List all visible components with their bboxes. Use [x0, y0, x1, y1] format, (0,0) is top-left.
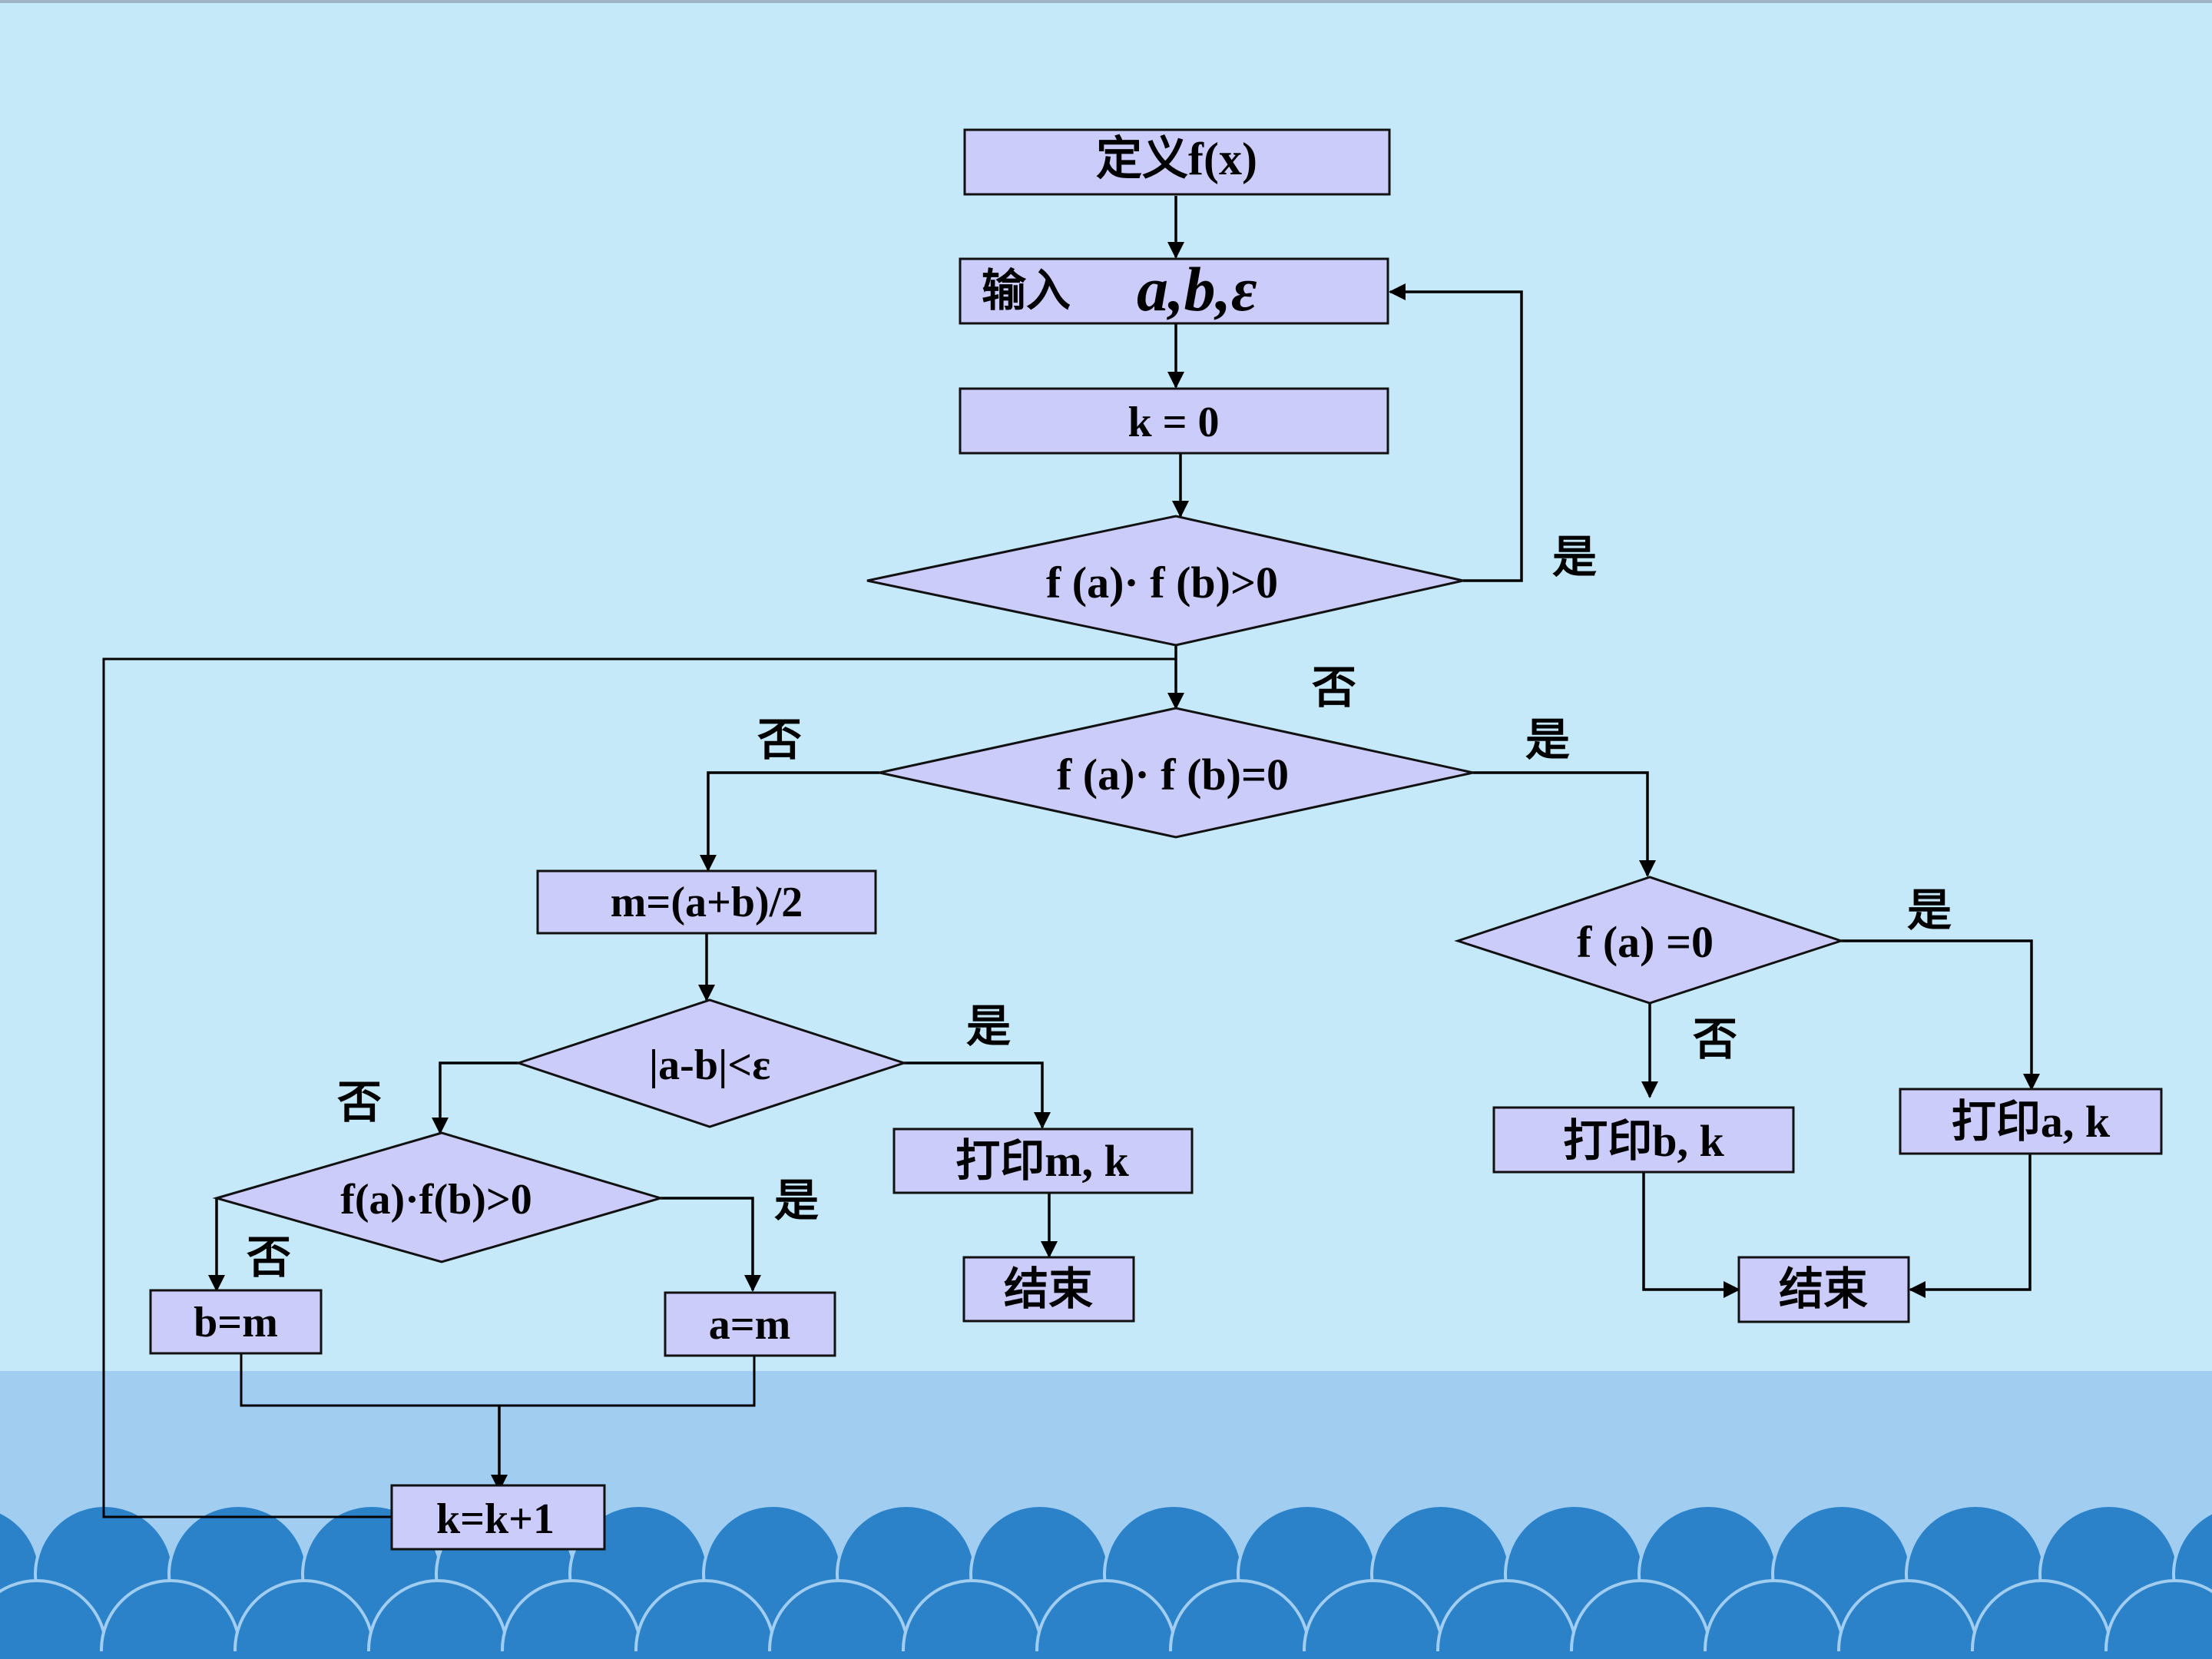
edge-cond-yes-back	[1389, 283, 1523, 582]
edge-eps-no	[432, 1061, 518, 1134]
print-mk-label: 打印m, k	[955, 1136, 1129, 1186]
edge-sign-yes	[661, 1197, 761, 1292]
node-cond-eps: |a-b|<ε	[515, 998, 908, 1128]
node-end-left: 结束	[962, 1256, 1135, 1323]
input-vars: a,b,ε	[1137, 254, 1257, 324]
midpoint-label: m=(a+b)/2	[611, 879, 803, 926]
wave-decoration	[0, 1504, 2212, 1659]
label-sign-yes: 是	[774, 1176, 819, 1226]
label-no-down: 否	[1312, 663, 1356, 713]
label-yes-back: 是	[1552, 532, 1597, 582]
edge-merge	[240, 1353, 756, 1407]
node-midpoint: m=(a+b)/2	[536, 869, 877, 935]
label-zero-yes: 是	[1525, 715, 1570, 765]
label-fa-no: 否	[1693, 1015, 1737, 1065]
label-zero-no: 否	[757, 715, 802, 765]
wave-bubble	[2104, 1579, 2212, 1659]
edge-zero-yes	[1473, 771, 1656, 877]
edge-eps-yes	[904, 1061, 1051, 1129]
k-inc-label: k=k+1	[436, 1495, 555, 1543]
node-k-inc: k=k+1	[390, 1484, 606, 1551]
node-cond-fa: f (a) =0	[1454, 876, 1845, 1005]
node-assign-a: a=m	[664, 1291, 836, 1357]
cond-sign-label: f(a)·f(b)>0	[340, 1176, 532, 1224]
assign-a-label: a=m	[709, 1301, 791, 1349]
node-input: 输入 a,b,ε	[959, 254, 1389, 325]
node-print-mk: 打印m, k	[892, 1128, 1194, 1194]
node-print-ak: 打印a, k	[1899, 1088, 2163, 1155]
print-ak-label: 打印a, k	[1952, 1097, 2111, 1147]
node-define-f: 定义f(x)	[963, 128, 1391, 196]
node-end-right: 结束	[1737, 1256, 1910, 1323]
print-bk-label: 打印b, k	[1563, 1116, 1724, 1166]
node-cond-zero: f (a)· f (b)=0	[879, 707, 1474, 839]
assign-b-label: b=m	[194, 1299, 278, 1346]
cond-fa-label: f (a) =0	[1577, 917, 1714, 967]
nodes: 定义f(x) 输入 a,b,ε k = 0 f (a)· f (b)>0 f (…	[149, 128, 2163, 1551]
edge-zero-no	[700, 771, 879, 872]
label-fa-yes: 是	[1907, 886, 1952, 935]
cond-eps-label: |a-b|<ε	[649, 1041, 770, 1089]
connectors	[102, 196, 2040, 1518]
define-f-label: 定义f(x)	[1096, 134, 1257, 184]
node-cond-sign: f(a)·f(b)>0	[212, 1131, 665, 1263]
edge-loop-back	[102, 657, 1176, 1518]
node-print-bk: 打印b, k	[1492, 1106, 1795, 1174]
top-edge	[0, 0, 2212, 3]
cond-zero-label: f (a)· f (b)=0	[1057, 750, 1289, 800]
node-assign-b: b=m	[149, 1289, 323, 1355]
k-init-label: k = 0	[1128, 399, 1219, 446]
input-label: 输入	[982, 266, 1071, 316]
wave-base	[0, 1651, 2212, 1659]
cond-pos-label: f (a)· f (b)>0	[1046, 558, 1278, 608]
end-right-label: 结束	[1779, 1264, 1868, 1314]
node-k-init: k = 0	[959, 387, 1389, 455]
edge-printak-end	[1909, 1154, 2032, 1298]
edge-fa-yes	[1841, 939, 2040, 1091]
node-cond-pos: f (a)· f (b)>0	[866, 515, 1464, 647]
edge-labels: 是 否 否 是 是 否 是 否 是 否	[247, 532, 1952, 1283]
end-left-label: 结束	[1004, 1264, 1093, 1314]
label-sign-no: 否	[247, 1233, 291, 1283]
edge-printbk-end	[1642, 1172, 1740, 1298]
label-eps-yes: 是	[966, 1002, 1011, 1051]
label-eps-no: 否	[337, 1078, 382, 1128]
